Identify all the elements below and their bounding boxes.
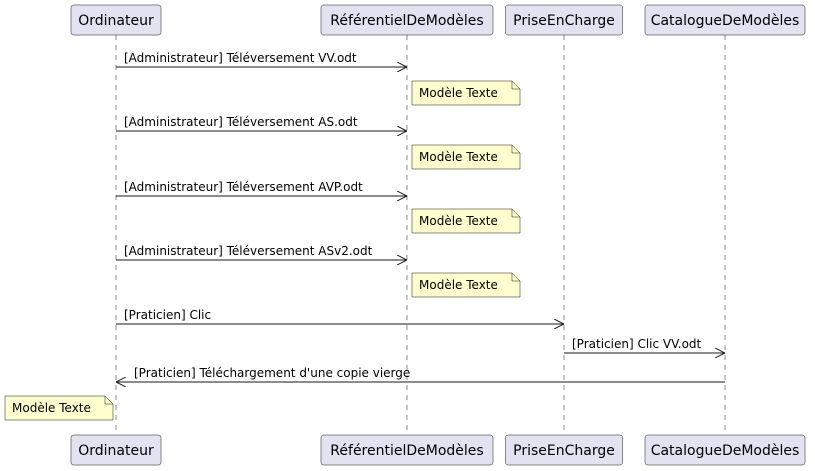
participant-label: Ordinateur (78, 13, 154, 29)
note-label: Modèle Texte (12, 401, 91, 415)
note-box (411, 208, 521, 234)
note-4: Modèle Texte (4, 395, 114, 421)
message-1: [Administrateur] Téléversement AS.odt (116, 115, 407, 131)
participant-bottom-3[interactable]: CatalogueDeModèles (644, 434, 806, 466)
participant-box (320, 4, 494, 36)
participant-top-0[interactable]: Ordinateur (70, 4, 162, 36)
message-2: [Administrateur] Téléversement AVP.odt (116, 180, 407, 196)
message-3: [Administrateur] Téléversement ASv2.odt (116, 244, 407, 260)
note-fold (104, 396, 113, 405)
note-1: Modèle Texte (411, 144, 521, 170)
participant-box (644, 4, 806, 36)
note-label: Modèle Texte (419, 150, 498, 164)
participant-label: RéférentielDeModèles (330, 443, 483, 459)
participant-label: PriseEnCharge (513, 443, 615, 459)
participant-label: CatalogueDeModèles (651, 13, 800, 29)
note-box (411, 80, 521, 106)
message-label: [Administrateur] Téléversement AS.odt (124, 115, 358, 129)
participant-top-3[interactable]: CatalogueDeModèles (644, 4, 806, 36)
participant-bottom-2[interactable]: PriseEnCharge (505, 434, 623, 466)
message-label: [Administrateur] Téléversement ASv2.odt (124, 244, 373, 258)
message-0: [Administrateur] Téléversement VV.odt (116, 51, 407, 67)
participant-bottom-1[interactable]: RéférentielDeModèles (320, 434, 494, 466)
message-label: [Administrateur] Téléversement VV.odt (124, 51, 357, 65)
message-5: [Praticien] Clic VV.odt (564, 337, 725, 353)
note-label: Modèle Texte (419, 86, 498, 100)
participant-label: CatalogueDeModèles (651, 443, 800, 459)
message-6: [Praticien] Téléchargement d'une copie v… (116, 366, 725, 382)
participant-box (320, 434, 494, 466)
note-fold (511, 209, 520, 218)
note-0: Modèle Texte (411, 80, 521, 106)
note-label: Modèle Texte (419, 278, 498, 292)
participant-box (70, 434, 162, 466)
participant-top-2[interactable]: PriseEnCharge (505, 4, 623, 36)
message-label: [Administrateur] Téléversement AVP.odt (124, 180, 363, 194)
participant-label: Ordinateur (78, 443, 154, 459)
participant-label: PriseEnCharge (513, 13, 615, 29)
message-label: [Praticien] Téléchargement d'une copie v… (134, 366, 410, 380)
message-label: [Praticien] Clic (124, 308, 211, 322)
participant-bottom-0[interactable]: Ordinateur (70, 434, 162, 466)
participant-box (505, 4, 623, 36)
participant-top-1[interactable]: RéférentielDeModèles (320, 4, 494, 36)
note-box (411, 144, 521, 170)
participant-label: RéférentielDeModèles (330, 13, 483, 29)
message-4: [Praticien] Clic (116, 308, 564, 324)
participant-box (505, 434, 623, 466)
note-fold (511, 81, 520, 90)
participant-box (644, 434, 806, 466)
note-fold (511, 273, 520, 282)
note-label: Modèle Texte (419, 214, 498, 228)
note-box (4, 395, 114, 421)
note-box (411, 272, 521, 298)
participant-box (70, 4, 162, 36)
note-fold (511, 145, 520, 154)
note-2: Modèle Texte (411, 208, 521, 234)
message-label: [Praticien] Clic VV.odt (572, 337, 702, 351)
note-3: Modèle Texte (411, 272, 521, 298)
